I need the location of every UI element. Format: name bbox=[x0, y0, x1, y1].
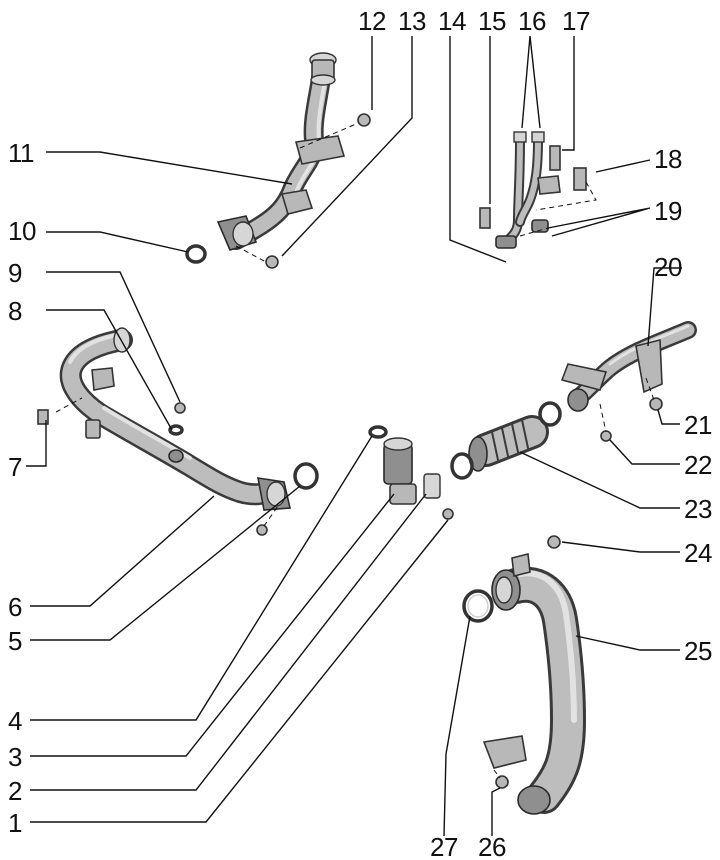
callout-9: 9 bbox=[8, 258, 22, 288]
leader-17 bbox=[562, 36, 575, 151]
sensor-housing-part bbox=[383, 437, 441, 505]
callout-22: 22 bbox=[684, 450, 712, 480]
part-13-bolt-dashline bbox=[235, 245, 267, 263]
callout-13: 13 bbox=[398, 6, 426, 36]
seal-ring-part-5 bbox=[293, 462, 319, 490]
leader-13 bbox=[281, 36, 413, 257]
leader-9 bbox=[46, 271, 181, 403]
seal-ring-part-27-inner bbox=[467, 594, 489, 618]
bolt-part-17 bbox=[549, 145, 561, 171]
leader-14 bbox=[449, 36, 507, 263]
callout-4: 4 bbox=[8, 706, 22, 736]
bolt-part-26 bbox=[495, 775, 509, 789]
bolt-part-26-left bbox=[256, 524, 268, 536]
bolt-part-24 bbox=[547, 535, 561, 549]
leader-5 bbox=[30, 485, 301, 641]
callout-2: 2 bbox=[8, 776, 22, 806]
part-22-dashline bbox=[599, 403, 607, 433]
callout-17: 17 bbox=[562, 6, 590, 36]
hose-part bbox=[450, 401, 562, 480]
leader-21 bbox=[657, 409, 680, 425]
callout-19: 19 bbox=[654, 196, 682, 226]
callout-26: 26 bbox=[478, 832, 506, 860]
leader-3 bbox=[30, 493, 395, 757]
leader-10 bbox=[46, 231, 189, 253]
leader-18 bbox=[595, 159, 651, 173]
callout-15: 15 bbox=[478, 6, 506, 36]
callout-10: 10 bbox=[8, 216, 36, 246]
part-11-bolt-dashline bbox=[299, 123, 357, 149]
callout-16: 16 bbox=[518, 6, 546, 36]
callout-24: 24 bbox=[684, 538, 712, 568]
right-coolant-pipe-part bbox=[560, 321, 697, 412]
part-26-dashline bbox=[493, 769, 501, 779]
callout-8: 8 bbox=[8, 296, 22, 326]
callout-1: 1 bbox=[8, 808, 22, 838]
callout-25: 25 bbox=[684, 636, 712, 666]
leader-22 bbox=[609, 439, 680, 465]
leader-25 bbox=[575, 635, 680, 651]
twin-pipe-part bbox=[495, 131, 561, 249]
bolt-part-22 bbox=[600, 430, 612, 442]
leader-20 bbox=[647, 267, 682, 347]
leader-4 bbox=[30, 435, 373, 721]
part-19-dashline bbox=[519, 227, 549, 237]
left-coolant-pipe-part bbox=[59, 327, 291, 511]
seal-ring-part-8 bbox=[168, 424, 184, 436]
callout-11: 11 bbox=[8, 138, 34, 168]
leader-16 bbox=[521, 35, 541, 129]
bolt-part-21 bbox=[649, 397, 663, 411]
seal-ring-part-27 bbox=[462, 589, 494, 623]
bolt-part-7 bbox=[37, 409, 49, 425]
seal-ring-part-4 bbox=[368, 425, 388, 439]
leader-11 bbox=[46, 151, 293, 185]
callout-21: 21 bbox=[684, 410, 712, 440]
leader-8 bbox=[46, 309, 173, 431]
bolt-part-15 bbox=[479, 207, 491, 229]
part-21-dashline bbox=[645, 377, 655, 401]
bolt-part-9 bbox=[174, 402, 186, 414]
callout-labels: 12 13 14 15 16 17 11 18 10 19 9 20 8 7 2… bbox=[8, 6, 712, 860]
callout-6: 6 bbox=[8, 592, 22, 622]
leader-1 bbox=[30, 519, 449, 823]
part-7-bolt-dashline bbox=[55, 397, 83, 413]
leader-27 bbox=[443, 615, 471, 837]
callout-18: 18 bbox=[654, 144, 682, 174]
bolt-part-12 bbox=[357, 113, 371, 127]
leader-23 bbox=[519, 451, 680, 509]
callout-5: 5 bbox=[8, 626, 22, 656]
callout-7: 7 bbox=[8, 452, 22, 482]
leader-19 bbox=[547, 207, 651, 237]
lower-coolant-pipe-part bbox=[482, 553, 586, 815]
leader-2 bbox=[30, 493, 427, 791]
part-18-dashline bbox=[535, 181, 597, 211]
callout-23: 23 bbox=[684, 494, 712, 524]
bolt-part-1 bbox=[442, 508, 454, 520]
leader-7 bbox=[26, 420, 47, 467]
part-6-bolt-dashline bbox=[263, 505, 279, 527]
upper-coolant-pipe-part bbox=[216, 52, 346, 251]
leader-lines bbox=[26, 35, 682, 837]
leader-24 bbox=[561, 541, 680, 553]
callout-12: 12 bbox=[358, 6, 386, 36]
bolt-part-13 bbox=[265, 255, 279, 269]
callout-14: 14 bbox=[438, 6, 466, 36]
callout-27: 27 bbox=[430, 832, 458, 860]
bolt-part-18 bbox=[573, 167, 587, 191]
callout-3: 3 bbox=[8, 742, 22, 772]
callout-20: 20 bbox=[654, 252, 682, 282]
seal-ring-part-10 bbox=[185, 244, 207, 264]
leader-26 bbox=[491, 787, 501, 836]
leader-6 bbox=[30, 495, 215, 607]
